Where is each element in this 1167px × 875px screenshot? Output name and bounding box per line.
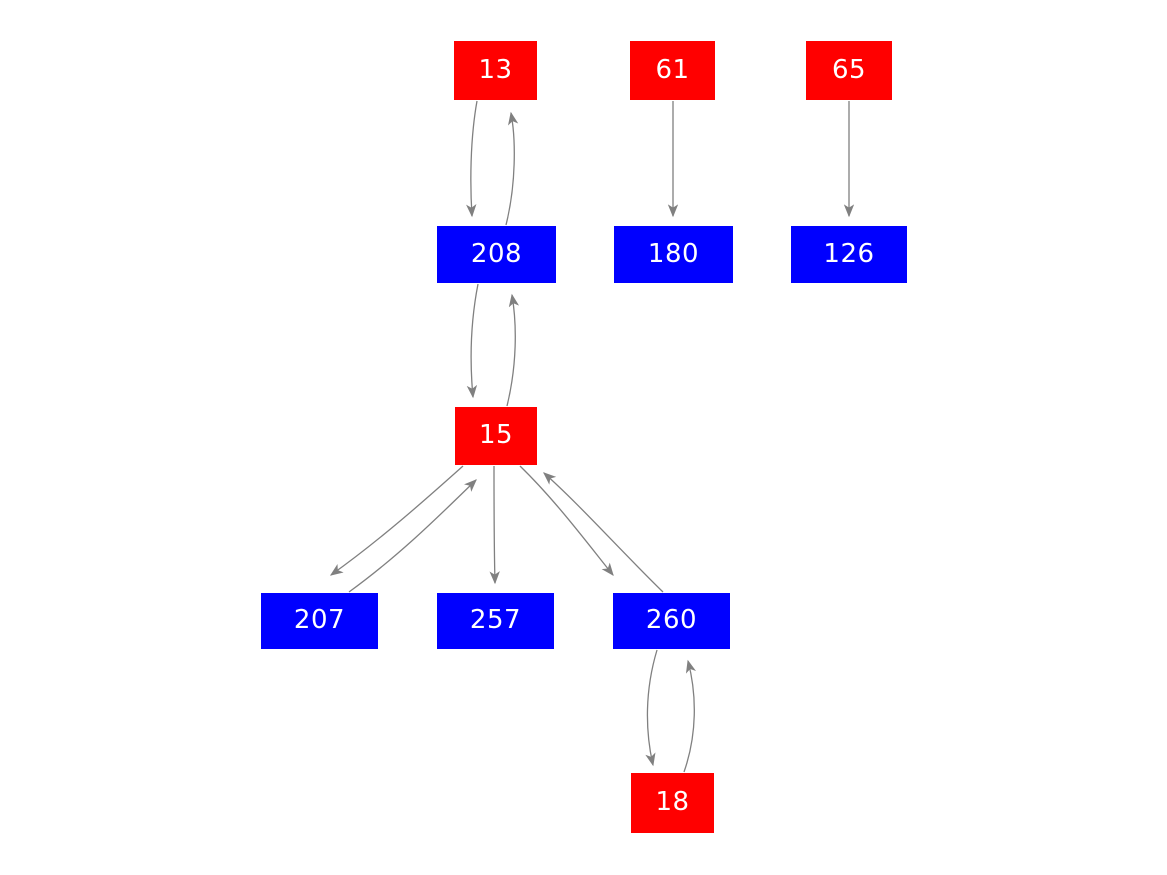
graph-node-18[interactable]: 18: [631, 773, 714, 833]
graph-edge: [489, 465, 500, 585]
graph-edge: [506, 293, 520, 407]
graph-edge: [348, 479, 477, 593]
graph-edge: [505, 111, 519, 226]
graph-node-257[interactable]: 257: [437, 593, 554, 649]
graph-node-208[interactable]: 208: [437, 226, 556, 283]
graph-node-label: 208: [470, 238, 523, 269]
graph-node-180[interactable]: 180: [614, 226, 733, 283]
graph-edge: [519, 465, 614, 577]
graph-node-207[interactable]: 207: [261, 593, 378, 649]
edges-group: [329, 100, 855, 773]
graph-node-65[interactable]: 65: [806, 41, 892, 100]
graph-edge: [466, 283, 479, 399]
graph-node-label: 15: [478, 420, 514, 450]
graph-node-13[interactable]: 13: [454, 41, 537, 100]
graph-node-label: 257: [469, 605, 522, 635]
graph-node-label: 18: [655, 787, 690, 817]
graph-node-61[interactable]: 61: [630, 41, 715, 100]
graph-edge: [466, 100, 478, 218]
graph-edge: [329, 465, 464, 576]
graph-edge: [543, 472, 664, 593]
graph-node-126[interactable]: 126: [791, 226, 907, 283]
graph-edge: [645, 649, 658, 767]
graph-node-label: 180: [647, 238, 700, 269]
graph-node-label: 65: [831, 54, 867, 85]
graph-node-15[interactable]: 15: [455, 407, 537, 465]
graph-node-label: 61: [655, 54, 690, 85]
graph-node-label: 13: [478, 54, 513, 85]
graph-node-label: 260: [645, 605, 698, 635]
graph-node-label: 207: [293, 605, 346, 635]
graph-node-260[interactable]: 260: [613, 593, 730, 649]
graph-node-label: 126: [823, 238, 875, 269]
graph-edge: [683, 659, 697, 773]
